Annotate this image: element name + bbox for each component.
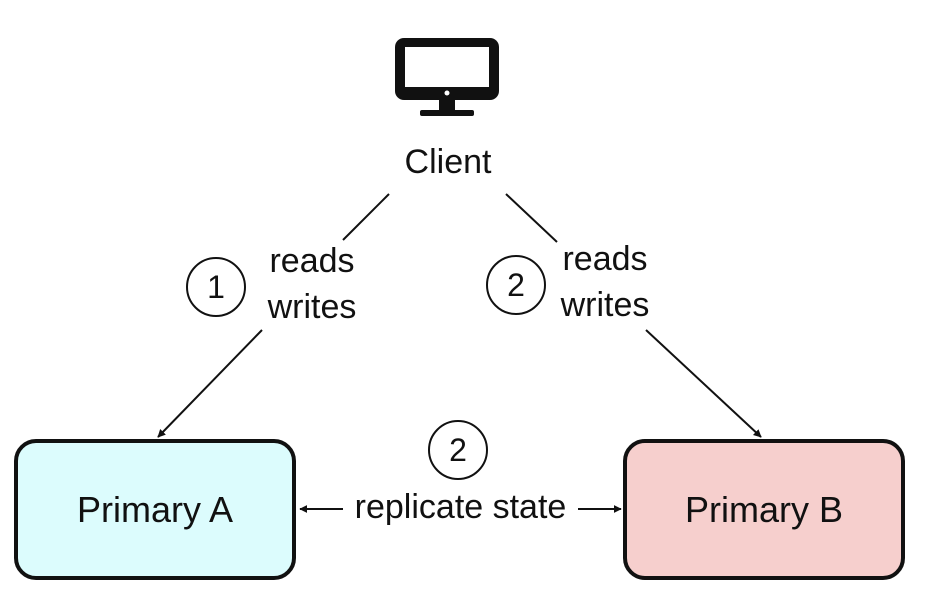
step-badge-replication: 2	[428, 420, 488, 480]
desktop-monitor-icon	[395, 38, 499, 116]
step-badge-client-to-b: 2	[486, 255, 546, 315]
node-primary-b: Primary B	[623, 439, 905, 580]
edge-label-reads-b: reads	[562, 240, 648, 278]
edge-client-to-primary-a-arrow	[157, 329, 263, 438]
edge-label-writes-b: writes	[560, 286, 650, 324]
edge-label-writes-a: writes	[267, 288, 357, 326]
edge-label-replicate-state: replicate state	[354, 488, 567, 526]
step-badge-client-to-a: 1	[186, 257, 246, 317]
node-primary-a: Primary A	[14, 439, 296, 580]
edge-client-to-primary-b-upper	[505, 193, 558, 243]
edge-client-to-primary-a-upper	[342, 193, 390, 241]
client-label: Client	[404, 143, 492, 181]
edge-client-to-primary-b-arrow	[645, 329, 762, 438]
edge-label-reads-a: reads	[269, 242, 355, 280]
